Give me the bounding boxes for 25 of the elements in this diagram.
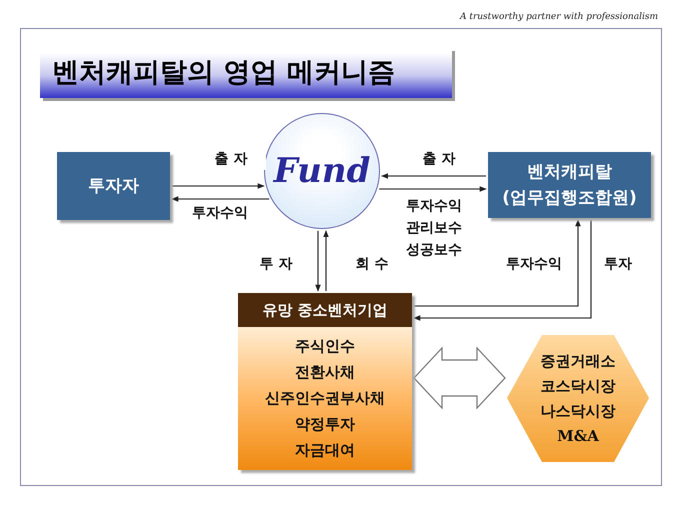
tagline: A trustworthy partner with professionalism — [460, 12, 658, 22]
arrow — [171, 196, 270, 202]
market-name: 증권거래소 — [540, 350, 616, 372]
header-band: 유망 중소벤처기업 — [238, 293, 412, 327]
fund-circle: Fund — [264, 113, 380, 229]
market-hexagon — [507, 335, 649, 462]
arrow — [414, 219, 581, 307]
process-box: 벤처캐피탈 (업무집행조합원) — [488, 152, 651, 218]
list-item: 전환사채 — [294, 362, 356, 383]
double-arrow — [413, 346, 506, 410]
list-item: 신주인수권부사채 — [264, 388, 386, 409]
list-item: 약정투자 — [294, 414, 356, 435]
arrow — [413, 220, 592, 321]
arrow — [172, 183, 265, 189]
list-item: 주식인수 — [294, 336, 356, 357]
market-name: 코스닥시장 — [540, 376, 616, 396]
list-item: 자금대여 — [294, 440, 356, 461]
arrow — [379, 186, 487, 192]
market-name: M&A — [557, 426, 599, 446]
arrow — [323, 230, 329, 291]
market-name: 나스닥시장 — [540, 400, 616, 422]
process-box: 투자자 — [57, 152, 170, 220]
arrow — [381, 173, 486, 179]
arrow — [315, 230, 321, 292]
company-panel — [238, 293, 412, 470]
